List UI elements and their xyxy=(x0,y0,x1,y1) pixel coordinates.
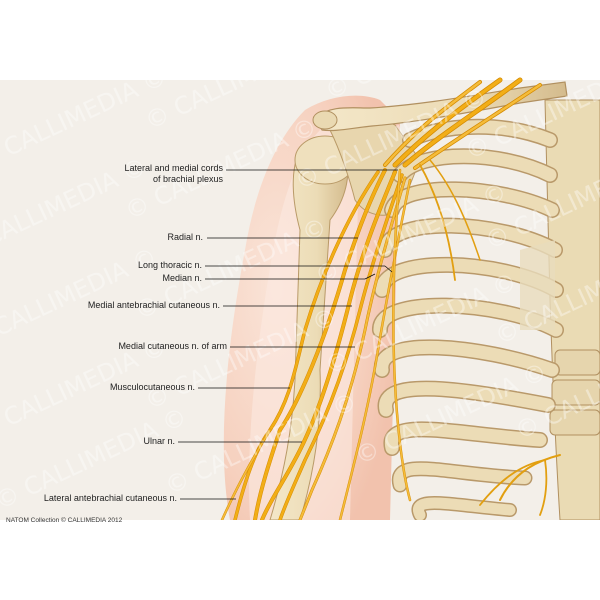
label-ulnar-nerve: Ulnar n. xyxy=(143,436,175,446)
copyright-credit: NATOM Collection © CALLIMEDIA 2012 xyxy=(6,517,123,524)
vertebra xyxy=(554,349,600,376)
label-medial-cutaneous-arm: Medial cutaneous n. of arm xyxy=(118,341,227,351)
leader-lines xyxy=(178,169,398,500)
label-medial-antebrachial-cutaneous: Medial antebrachial cutaneous n. xyxy=(87,300,220,310)
label-cords-line1: Lateral and medial cords xyxy=(124,163,223,173)
acromion xyxy=(312,110,338,130)
label-lateral-antebrachial-cutaneous: Lateral antebrachial cutaneous n. xyxy=(43,493,177,503)
leader-line-joints xyxy=(364,265,393,280)
label-median-nerve: Median n. xyxy=(162,273,202,283)
label-radial-nerve: Radial n. xyxy=(167,232,203,242)
brachial-plexus-nerves xyxy=(220,77,561,522)
label-lateral-medial-cords: Lateral and medial cords of brachial ple… xyxy=(40,163,223,185)
label-musculocutaneous-nerve: Musculocutaneous n. xyxy=(109,382,195,392)
label-cords-line2: of brachial plexus xyxy=(152,174,223,184)
costal-cartilage xyxy=(520,240,555,330)
label-long-thoracic-nerve: Long thoracic n. xyxy=(137,260,202,270)
bottom-margin xyxy=(0,520,600,600)
vertebra xyxy=(551,379,600,406)
vertebra xyxy=(549,409,600,436)
